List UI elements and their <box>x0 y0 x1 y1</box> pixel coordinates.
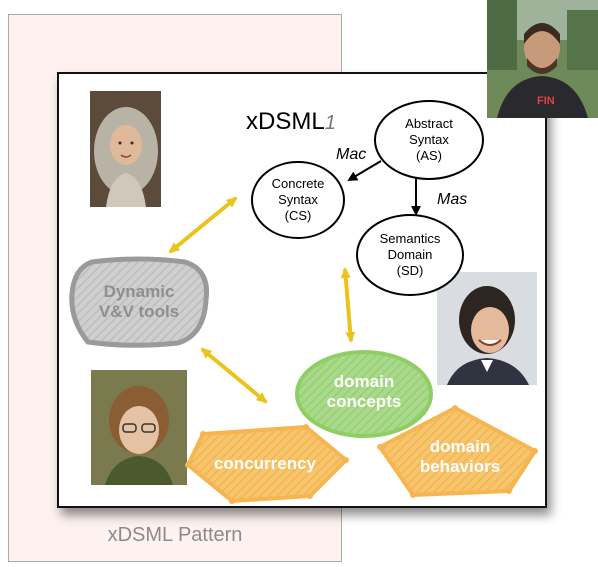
concurrency-vertices <box>185 424 349 504</box>
domain-concepts-label: domain concepts <box>326 372 402 411</box>
photo-man-smiling <box>437 272 537 385</box>
photo-woman <box>90 91 161 207</box>
arrow-vv-to-concurrency <box>200 347 268 404</box>
dynamic-vv-tools-label: Dynamic V&V tools <box>98 282 180 321</box>
arrow-semantics-to-concepts <box>340 267 356 343</box>
concrete-syntax-node <box>251 161 345 239</box>
mac-arrow <box>347 160 382 182</box>
semantics-domain-label: Semantics Domain (SD) <box>379 231 441 278</box>
title-sub: 1 <box>324 112 336 134</box>
photo-man-outdoor: FIN <box>487 0 598 118</box>
domain-behaviors-vertices <box>377 405 538 498</box>
dynamic-vv-tools-node <box>69 256 210 348</box>
abstract-syntax-node <box>374 100 484 180</box>
mas-label: Mas <box>437 191 468 208</box>
title-main: xDSML <box>246 108 325 135</box>
arrow-vv-to-syntax <box>168 196 238 254</box>
domain-concepts-node <box>295 350 433 438</box>
svg-text:FIN: FIN <box>537 95 555 107</box>
diagram-title: xDSML1 <box>246 108 336 136</box>
semantics-domain-node <box>356 214 464 296</box>
concrete-syntax-label: Concrete Syntax (CS) <box>271 176 325 223</box>
xdsml-pattern-label: xDSML Pattern <box>107 524 243 546</box>
domain-behaviors-node <box>378 406 537 497</box>
domain-behaviors-label: domain behaviors <box>419 437 501 476</box>
abstract-syntax-label: Abstract Syntax (AS) <box>405 116 453 163</box>
photo-man-glasses <box>91 370 187 485</box>
mac-label: Mac <box>336 146 367 163</box>
concurrency-label: concurrency <box>213 454 317 473</box>
